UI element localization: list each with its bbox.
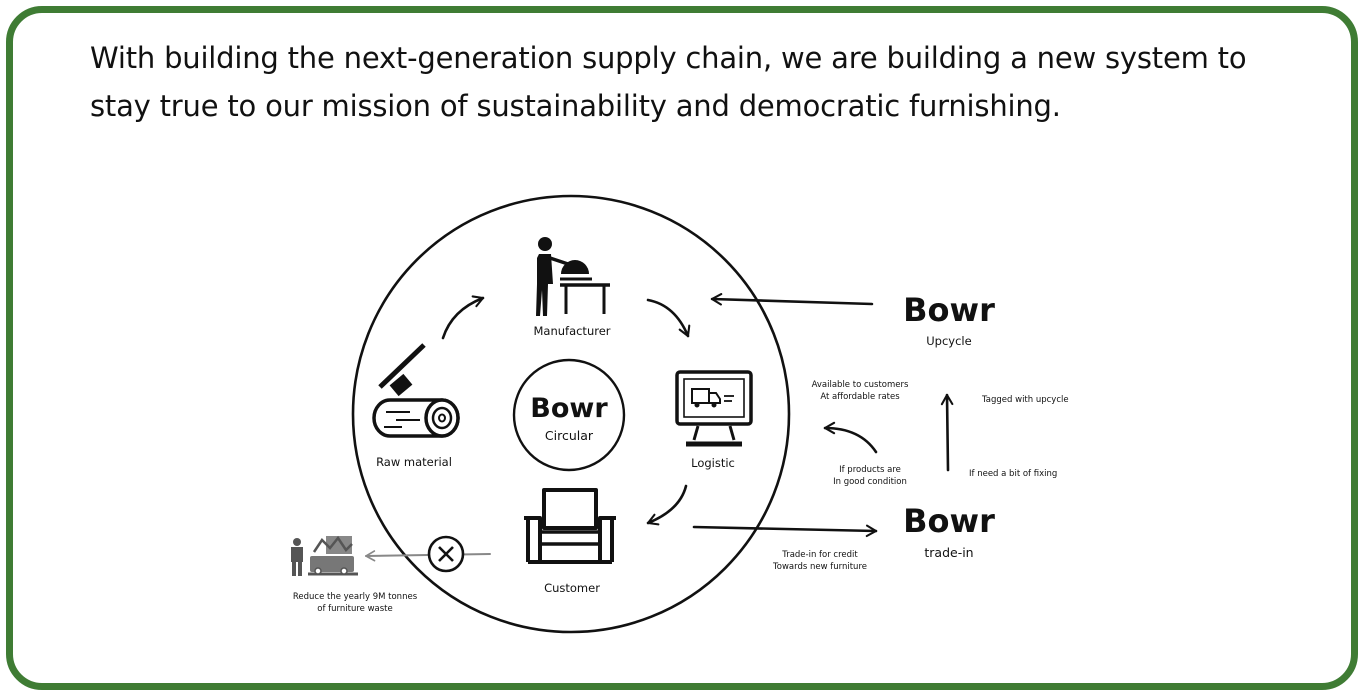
note-waste-line1: Reduce the yearly 9M tonnes (293, 592, 418, 602)
note-tradein-credit-line1: Trade-in for credit (781, 550, 858, 560)
upcycle-brand: Bowr (903, 291, 995, 329)
log-icon (372, 343, 460, 438)
note-good-condition-line1: If products are (839, 465, 901, 475)
arrow-tradein-to-upcycle (940, 393, 954, 472)
note-waste-line2: of furniture waste (317, 604, 392, 614)
circular-economy-ring (351, 194, 791, 634)
note-tradein-credit-line2: Towards new furniture (772, 562, 867, 572)
card-frame (6, 6, 1358, 690)
headline: With building the next-generation supply… (90, 41, 1247, 123)
note-available-line2: At affordable rates (820, 392, 900, 402)
arrow-customer-to-tradein (692, 524, 878, 538)
arrow-logistic-to-customer (646, 484, 688, 526)
arrow-raw-to-manufacturer (441, 295, 485, 340)
node-manufacturer-label: Manufacturer (533, 324, 610, 338)
logistic-monitor-icon (675, 370, 753, 447)
note-need-fixing: If need a bit of fixing (969, 469, 1057, 479)
armchair-icon (524, 488, 616, 564)
center-brand: Bowr (530, 393, 608, 424)
upcycle-label: Upcycle (926, 334, 971, 348)
arrow-good-condition-to-customers (823, 421, 878, 454)
node-raw-material-label: Raw material (376, 455, 452, 469)
note-tagged-upcycle: Tagged with upcycle (981, 395, 1069, 405)
center-hub: Bowr Circular (512, 358, 626, 472)
landfill-icon (291, 535, 358, 576)
node-customer-label: Customer (544, 581, 600, 595)
note-good-condition-line2: In good condition (833, 477, 907, 487)
blocked-icon (427, 535, 465, 573)
manufacturer-icon (536, 237, 610, 316)
note-available-line1: Available to customers (812, 380, 909, 390)
tradein-brand: Bowr (903, 502, 995, 540)
arrow-upcycle-to-manufacturer (710, 293, 874, 306)
tradein-label: trade-in (924, 545, 973, 560)
node-logistic-label: Logistic (691, 456, 735, 470)
arrow-manufacturer-to-logistic (646, 298, 691, 338)
center-label: Circular (545, 428, 594, 443)
